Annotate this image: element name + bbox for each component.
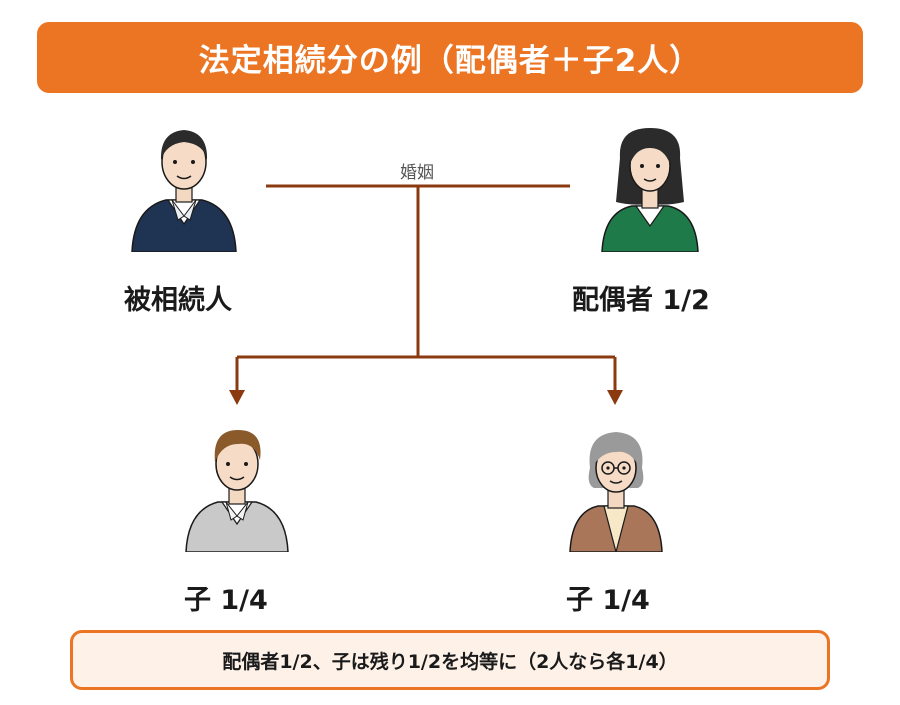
spouse-avatar [598, 122, 702, 252]
child2-arrowhead [607, 390, 623, 405]
decedent-label: 被相続人 [124, 285, 232, 316]
child1-avatar [182, 422, 292, 552]
decedent-avatar [126, 120, 242, 252]
summary-box: 配偶者1/2、子は残り1/2を均等に（2人なら各1/4） [70, 630, 830, 690]
child1-arrowhead [229, 390, 245, 405]
diagram-title: 法定相続分の例（配偶者＋子2人） [198, 43, 702, 79]
marriage-label: 婚姻 [400, 163, 434, 183]
child1-label: 子 1/4 [184, 585, 268, 616]
spouse-label: 配偶者 1/2 [572, 285, 710, 316]
summary-text: 配偶者1/2、子は残り1/2を均等に（2人なら各1/4） [222, 650, 678, 673]
child2-avatar [566, 424, 666, 552]
title-banner: 法定相続分の例（配偶者＋子2人） [37, 22, 863, 93]
child2-label: 子 1/4 [566, 585, 650, 616]
